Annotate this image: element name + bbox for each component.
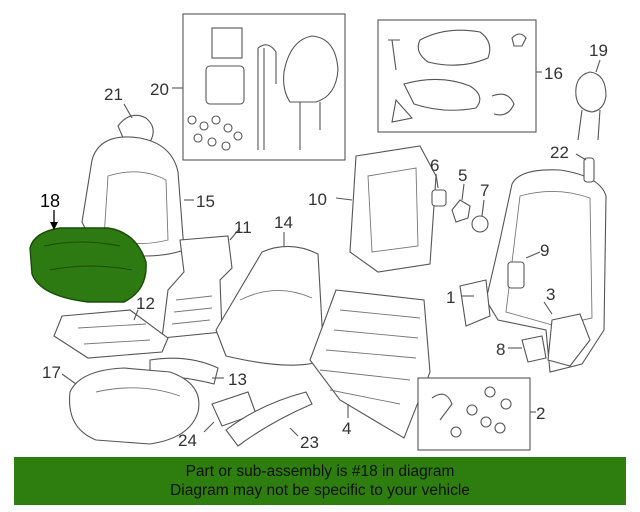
callout-24: 24 bbox=[178, 431, 197, 450]
part-20-sensor bbox=[205, 65, 245, 105]
callout-1: 1 bbox=[446, 288, 455, 307]
part-19-headrest bbox=[575, 71, 607, 113]
part-7-knob bbox=[471, 215, 489, 233]
part-7-group: 7 bbox=[471, 181, 489, 233]
part-frame-group: 1 3 8 9 22 bbox=[446, 143, 607, 373]
leader-10 bbox=[335, 197, 353, 201]
part-3-recliner bbox=[547, 313, 591, 367]
part-20-rods bbox=[257, 44, 277, 150]
part-9-module bbox=[507, 261, 525, 289]
leader-19 bbox=[595, 59, 601, 73]
part-17-group: 17 bbox=[42, 363, 200, 445]
callout-11: 11 bbox=[234, 218, 252, 237]
part-12-mat bbox=[53, 309, 169, 359]
part-info-banner: Part or sub-assembly is #18 in diagram D… bbox=[14, 457, 626, 505]
leader-11 bbox=[229, 227, 241, 241]
leader-23 bbox=[289, 427, 299, 437]
part-16-tray bbox=[403, 78, 481, 111]
part-6-group: 6 bbox=[430, 156, 447, 207]
part-1-bracket bbox=[459, 279, 491, 327]
leader-24 bbox=[203, 421, 215, 433]
part-12-group: 12 bbox=[53, 294, 169, 359]
callout-12: 12 bbox=[136, 294, 155, 313]
leader-21 bbox=[123, 103, 133, 119]
callout-14: 14 bbox=[274, 213, 293, 232]
leader-3 bbox=[543, 301, 553, 315]
part-20-group: 20 bbox=[150, 13, 346, 161]
leader-22 bbox=[575, 153, 587, 161]
callout-10: 10 bbox=[308, 190, 327, 209]
part-18-group: 18 bbox=[29, 191, 147, 303]
part-2-group: 2 bbox=[417, 377, 545, 451]
part-5-group: 5 bbox=[451, 166, 471, 223]
callout-16: 16 bbox=[544, 64, 563, 83]
callout-2: 2 bbox=[536, 404, 545, 423]
part-23-trim bbox=[225, 391, 313, 447]
leader-9 bbox=[525, 251, 541, 259]
part-8-cover bbox=[521, 335, 547, 363]
part-23-group: 23 bbox=[225, 391, 319, 452]
callout-13: 13 bbox=[228, 370, 247, 389]
part-16-harness bbox=[491, 93, 515, 116]
part-19-posts bbox=[577, 109, 601, 141]
leader-12 bbox=[133, 309, 139, 321]
part-16-clip bbox=[388, 39, 400, 71]
leader-18-arrow bbox=[50, 222, 58, 230]
part-4-suspension bbox=[309, 289, 431, 439]
part-4-wires bbox=[319, 309, 421, 405]
callout-23: 23 bbox=[300, 433, 319, 452]
part-10-window bbox=[367, 167, 419, 253]
part-16-bracket bbox=[391, 98, 414, 123]
part-2-clip bbox=[431, 393, 453, 421]
part-19-group: 19 bbox=[575, 41, 608, 141]
part-10-plate bbox=[349, 145, 437, 273]
leader-5 bbox=[461, 183, 465, 201]
part-17-seam bbox=[95, 387, 181, 397]
part-14-group: 14 bbox=[215, 213, 325, 366]
callout-20: 20 bbox=[150, 80, 169, 99]
part-16-fastener bbox=[511, 33, 527, 47]
callout-4: 4 bbox=[342, 419, 351, 438]
callout-6: 6 bbox=[430, 156, 439, 175]
part-20-headrest bbox=[283, 35, 339, 103]
leader-17 bbox=[61, 373, 77, 385]
callout-19: 19 bbox=[589, 41, 608, 60]
callout-8: 8 bbox=[496, 340, 505, 359]
callout-5: 5 bbox=[458, 166, 467, 185]
part-5-gear bbox=[451, 199, 471, 223]
seat-parts-diagram: 20 16 19 21 15 bbox=[29, 13, 608, 452]
callout-17: 17 bbox=[42, 363, 61, 382]
callout-9: 9 bbox=[540, 241, 549, 260]
part-4-group: 4 bbox=[309, 289, 431, 439]
leader-6 bbox=[435, 173, 439, 189]
callout-21: 21 bbox=[104, 85, 123, 104]
part-16-group: 16 bbox=[377, 19, 563, 133]
part-6-bushing bbox=[431, 189, 447, 207]
part-22-guide bbox=[583, 157, 595, 183]
part-20-module bbox=[211, 27, 243, 59]
leader-7 bbox=[481, 199, 485, 217]
part-14-cover bbox=[215, 245, 325, 366]
callout-22: 22 bbox=[550, 143, 569, 162]
part-20-headrest-posts bbox=[299, 102, 321, 150]
part-11-elements bbox=[171, 295, 213, 325]
callout-7: 7 bbox=[480, 181, 489, 200]
part-16-pad bbox=[417, 29, 491, 66]
part-17-cover bbox=[68, 367, 200, 445]
part-20-screws bbox=[187, 115, 243, 151]
callout-18: 18 bbox=[40, 191, 60, 211]
callout-15: 15 bbox=[196, 192, 215, 211]
part-21-headrest-cover bbox=[117, 114, 154, 143]
callout-3: 3 bbox=[546, 285, 555, 304]
part-18-seams bbox=[43, 241, 133, 271]
banner-line-2: Diagram may not be specific to your vehi… bbox=[170, 482, 470, 499]
part-14-seam bbox=[239, 290, 313, 301]
banner-line-1: Part or sub-assembly is #18 in diagram bbox=[185, 463, 455, 480]
part-12-elements bbox=[77, 323, 151, 345]
part-18-cushion bbox=[29, 227, 147, 303]
part-10-group: 10 bbox=[308, 145, 437, 273]
